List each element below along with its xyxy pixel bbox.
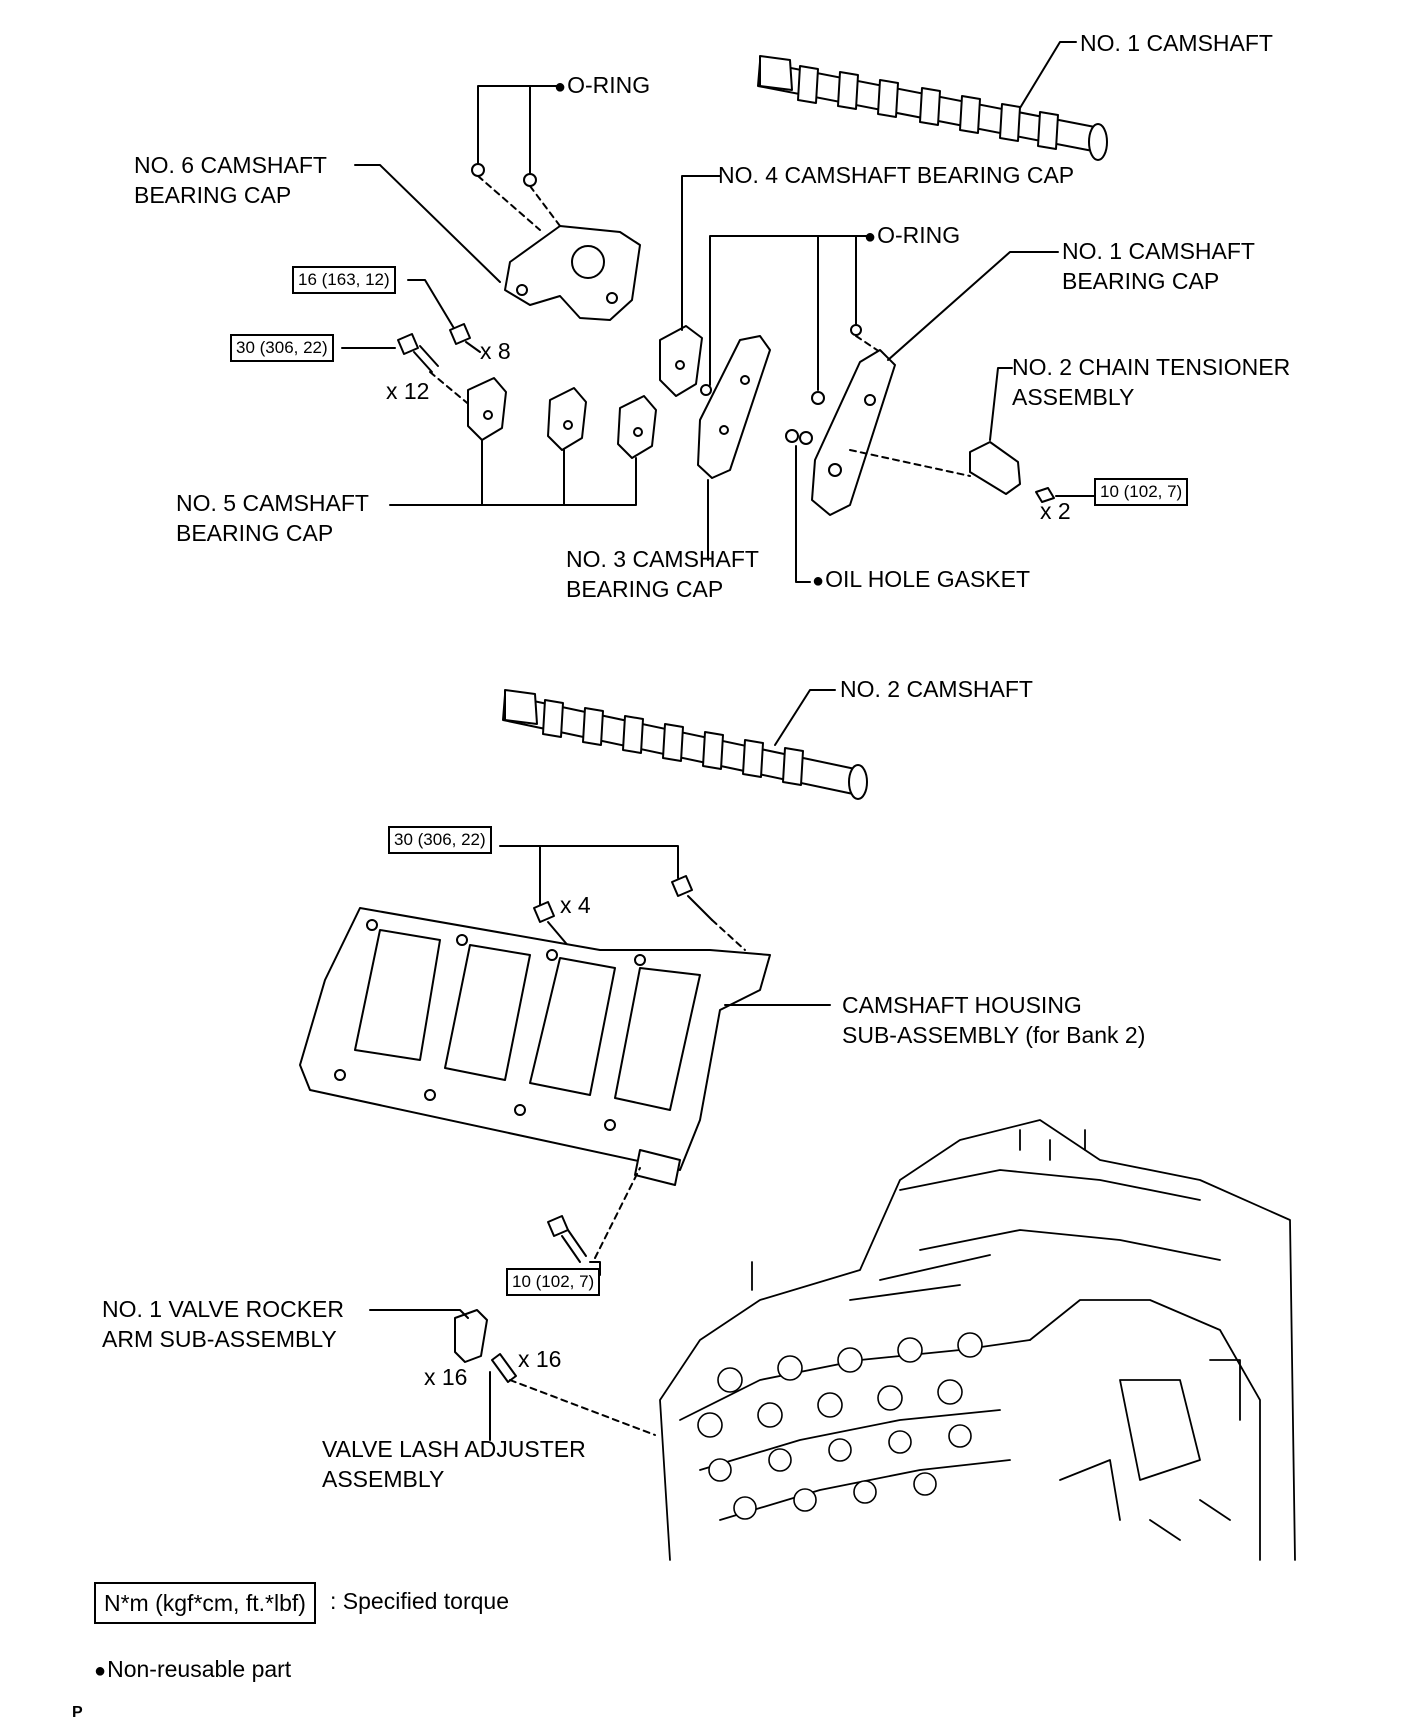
legend-nonreusable-text: Non-reusable part	[107, 1656, 292, 1682]
label-oring-mid: O-RING	[864, 220, 960, 252]
label-chain-tensioner: NO. 2 CHAIN TENSIONER ASSEMBLY	[1012, 354, 1291, 410]
torque-box-10-housing: 10 (102, 7)	[506, 1268, 601, 1296]
qty-x2: x 2	[1040, 498, 1071, 524]
legend-torque-desc: : Specified torque	[330, 1588, 510, 1614]
label-no4-bearing-cap: NO. 4 CAMSHAFT BEARING CAP	[718, 162, 1075, 188]
legend-torque-box: N*m (kgf*cm, ft.*lbf)	[94, 1582, 316, 1624]
legend-nonreusable: Non-reusable part	[94, 1654, 291, 1686]
torque-box-16: 16 (163, 12)	[292, 266, 396, 294]
label-no2-camshaft: NO. 2 CAMSHAFT	[840, 676, 1033, 702]
label-no1-camshaft: NO. 1 CAMSHAFT	[1080, 30, 1273, 56]
camshaft-1-part	[757, 55, 1108, 161]
label-oil-hole-gasket-text: OIL HOLE GASKET	[825, 566, 1031, 592]
chain-tensioner-part	[969, 441, 1055, 503]
bolt-30-caps	[397, 333, 439, 373]
qty-x12: x 12	[386, 378, 430, 404]
qty-x4: x 4	[560, 892, 591, 918]
label-no1-bearing-cap: NO. 1 CAMSHAFT BEARING CAP	[1062, 238, 1255, 294]
cap-4-part	[659, 325, 703, 397]
camshaft-housing-part	[299, 907, 771, 1186]
label-no5-bearing-cap: NO. 5 CAMSHAFT BEARING CAP	[176, 490, 369, 546]
torque-box-10-tensioner: 10 (102, 7)	[1094, 478, 1189, 506]
label-oring-top: O-RING	[554, 70, 650, 102]
cap-6-part	[504, 225, 641, 321]
label-oring-top-text: O-RING	[567, 72, 651, 98]
footer-mark: P	[72, 1704, 83, 1721]
cap-3-part	[697, 335, 771, 479]
torque-box-30-caps: 30 (306, 22)	[230, 334, 334, 362]
label-oring-mid-text: O-RING	[877, 222, 961, 248]
lash-adjuster-part	[491, 1353, 517, 1383]
label-oil-hole-gasket: OIL HOLE GASKET	[812, 564, 1030, 596]
label-no3-bearing-cap: NO. 3 CAMSHAFT BEARING CAP	[566, 546, 759, 602]
label-no6-bearing-cap: NO. 6 CAMSHAFT BEARING CAP	[134, 152, 327, 208]
label-valve-rocker-arm: NO. 1 VALVE ROCKER ARM SUB-ASSEMBLY	[102, 1296, 344, 1352]
qty-x8: x 8	[480, 338, 511, 364]
torque-box-30-housing: 30 (306, 22)	[388, 826, 492, 854]
cap-5-parts	[467, 377, 657, 459]
label-valve-lash-adjuster: VALVE LASH ADJUSTER ASSEMBLY	[322, 1436, 586, 1492]
cap-1-part	[811, 349, 896, 516]
qty-x16-lash: x 16	[518, 1346, 562, 1372]
rocker-arm-part	[454, 1309, 488, 1363]
label-camshaft-housing: CAMSHAFT HOUSING SUB-ASSEMBLY (for Bank …	[842, 992, 1146, 1048]
qty-x16-rocker: x 16	[424, 1364, 468, 1390]
camshaft-2-part	[502, 689, 868, 800]
bolt-16	[449, 323, 481, 353]
